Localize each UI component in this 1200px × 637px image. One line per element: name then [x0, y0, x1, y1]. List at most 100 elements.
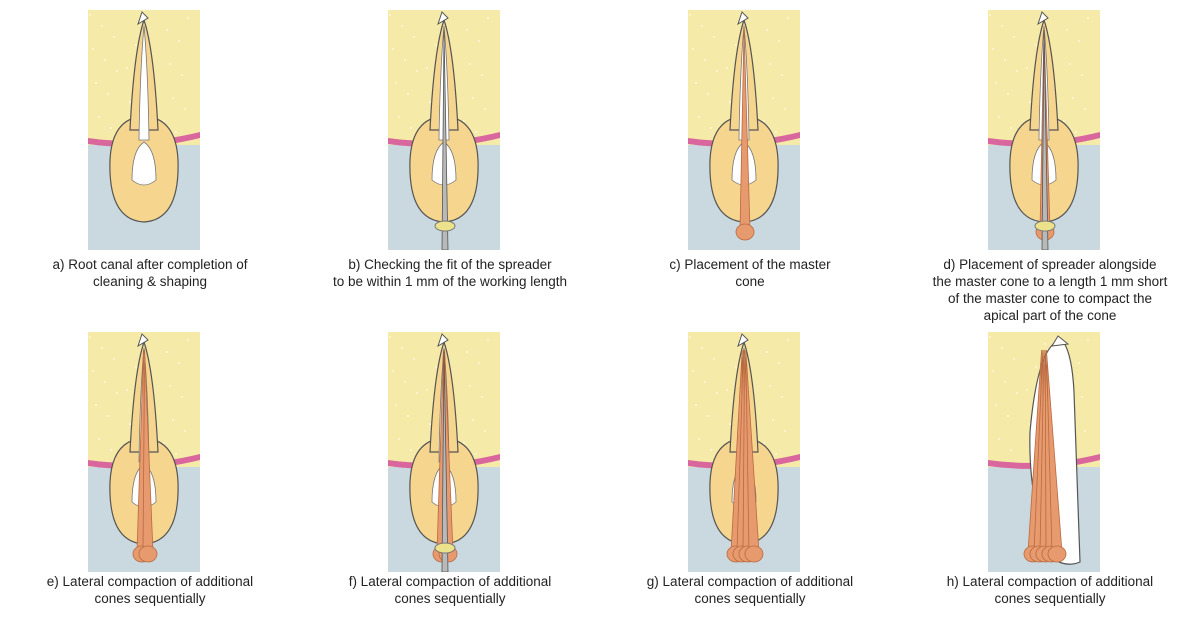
bone-speckle: [175, 453, 177, 455]
bone-speckle: [1001, 25, 1003, 27]
bone-speckle: [1016, 70, 1018, 72]
caption-line: the master cone to a length 1 mm short: [932, 274, 1168, 289]
bone-speckle: [726, 67, 728, 69]
bone-speckle: [187, 339, 189, 341]
step-panel-g: g) Lateral compaction of additional cones…: [600, 322, 900, 637]
bone-speckle: [1075, 131, 1077, 133]
bone-speckle: [407, 93, 409, 95]
bone-speckle: [407, 415, 409, 417]
bone-speckle: [992, 48, 994, 50]
bone-speckle: [704, 381, 706, 383]
bone-speckle: [135, 366, 137, 368]
bone-speckle: [401, 25, 403, 27]
bone-speckle: [129, 101, 131, 103]
step-panel-f: f) Lateral compaction of additional cones…: [300, 322, 600, 637]
bone-speckle: [698, 438, 700, 440]
bone-speckle: [707, 415, 709, 417]
bone-speckle: [426, 389, 428, 391]
bone-speckle: [126, 67, 128, 69]
bone-speckle: [104, 59, 106, 61]
bone-speckle: [429, 423, 431, 425]
tooth-illustration-b: [388, 10, 500, 250]
bone-speckle: [478, 362, 480, 364]
bone-speckle: [401, 347, 403, 349]
bone-speckle: [1001, 347, 1003, 349]
tooth-illustration-d: [988, 10, 1100, 250]
spreader-instrument: [441, 29, 449, 250]
bone-speckle: [1016, 392, 1018, 394]
bone-speckle: [701, 25, 703, 27]
caption-line: e) Lateral compaction of additional: [46, 574, 254, 589]
caption-line: cones sequentially: [994, 591, 1106, 606]
bone-speckle: [481, 396, 483, 398]
bone-speckle: [989, 14, 991, 16]
tooth-apex: [137, 11, 149, 26]
bone-speckle: [1007, 415, 1009, 417]
cone-handle: [1047, 545, 1067, 563]
bone-speckle: [469, 385, 471, 387]
tooth-illustration-c: [688, 10, 800, 250]
tooth-apex: [137, 333, 149, 348]
bone-speckle: [416, 392, 418, 394]
caption-line: g) Lateral compaction of additional: [646, 574, 854, 589]
bone-speckle: [787, 17, 789, 19]
bone-speckle: [113, 36, 115, 38]
tooth-illustration-g: [688, 332, 800, 572]
bone-speckle: [704, 59, 706, 61]
step-panel-e: e) Lateral compaction of additional cones…: [0, 322, 300, 637]
bone-speckle: [995, 404, 997, 406]
cone-handle: [138, 545, 158, 563]
bone-speckle: [787, 339, 789, 341]
bone-speckle: [998, 116, 1000, 118]
bone-speckle: [126, 389, 128, 391]
tooth-illustration-e: [88, 332, 200, 572]
bone-speckle: [410, 449, 412, 451]
tooth-illustration-f: [388, 332, 500, 572]
bone-speckle: [95, 82, 97, 84]
bone-speckle: [1066, 29, 1068, 31]
caption-line: a) Root canal after completion of: [52, 257, 248, 272]
rubber-stop: [434, 220, 456, 232]
bone-speckle: [766, 29, 768, 31]
bone-speckle: [475, 131, 477, 133]
step-caption-f: f) Lateral compaction of additional cones…: [300, 573, 600, 607]
bone-speckle: [989, 336, 991, 338]
tooth-illustration-h: [988, 332, 1100, 572]
bone-speckle: [1029, 101, 1031, 103]
caption-line: f) Lateral compaction of additional: [348, 574, 552, 589]
bone-speckle: [769, 385, 771, 387]
bone-speckle: [1084, 108, 1086, 110]
caption-line: b) Checking the fit of the spreader: [348, 257, 552, 272]
caption-line: c) Placement of the master: [669, 257, 831, 272]
caption-line: cones sequentially: [694, 591, 806, 606]
bone-speckle: [692, 48, 694, 50]
bone-speckle: [998, 438, 1000, 440]
bone-speckle: [104, 381, 106, 383]
bone-speckle: [110, 127, 112, 129]
bone-speckle: [735, 366, 737, 368]
bone-speckle: [1026, 67, 1028, 69]
bone-speckle: [772, 419, 774, 421]
bone-speckle: [695, 404, 697, 406]
bone-speckle: [735, 44, 737, 46]
bone-speckle: [1081, 74, 1083, 76]
bone-speckle: [395, 82, 397, 84]
bone-speckle: [181, 74, 183, 76]
caption-line: cones sequentially: [94, 591, 206, 606]
bone-speckle: [435, 366, 437, 368]
bone-speckle: [1084, 430, 1086, 432]
bone-speckle: [163, 120, 165, 122]
bone-speckle: [163, 442, 165, 444]
bone-speckle: [166, 29, 168, 31]
bone-speckle: [463, 442, 465, 444]
bone-speckle: [95, 404, 97, 406]
caption-line: cones sequentially: [394, 591, 506, 606]
rubber-stop: [1034, 220, 1056, 232]
bone-speckle: [89, 14, 91, 16]
bone-speckle: [1010, 127, 1012, 129]
bone-speckle: [1078, 40, 1080, 42]
bone-speckle: [775, 131, 777, 133]
